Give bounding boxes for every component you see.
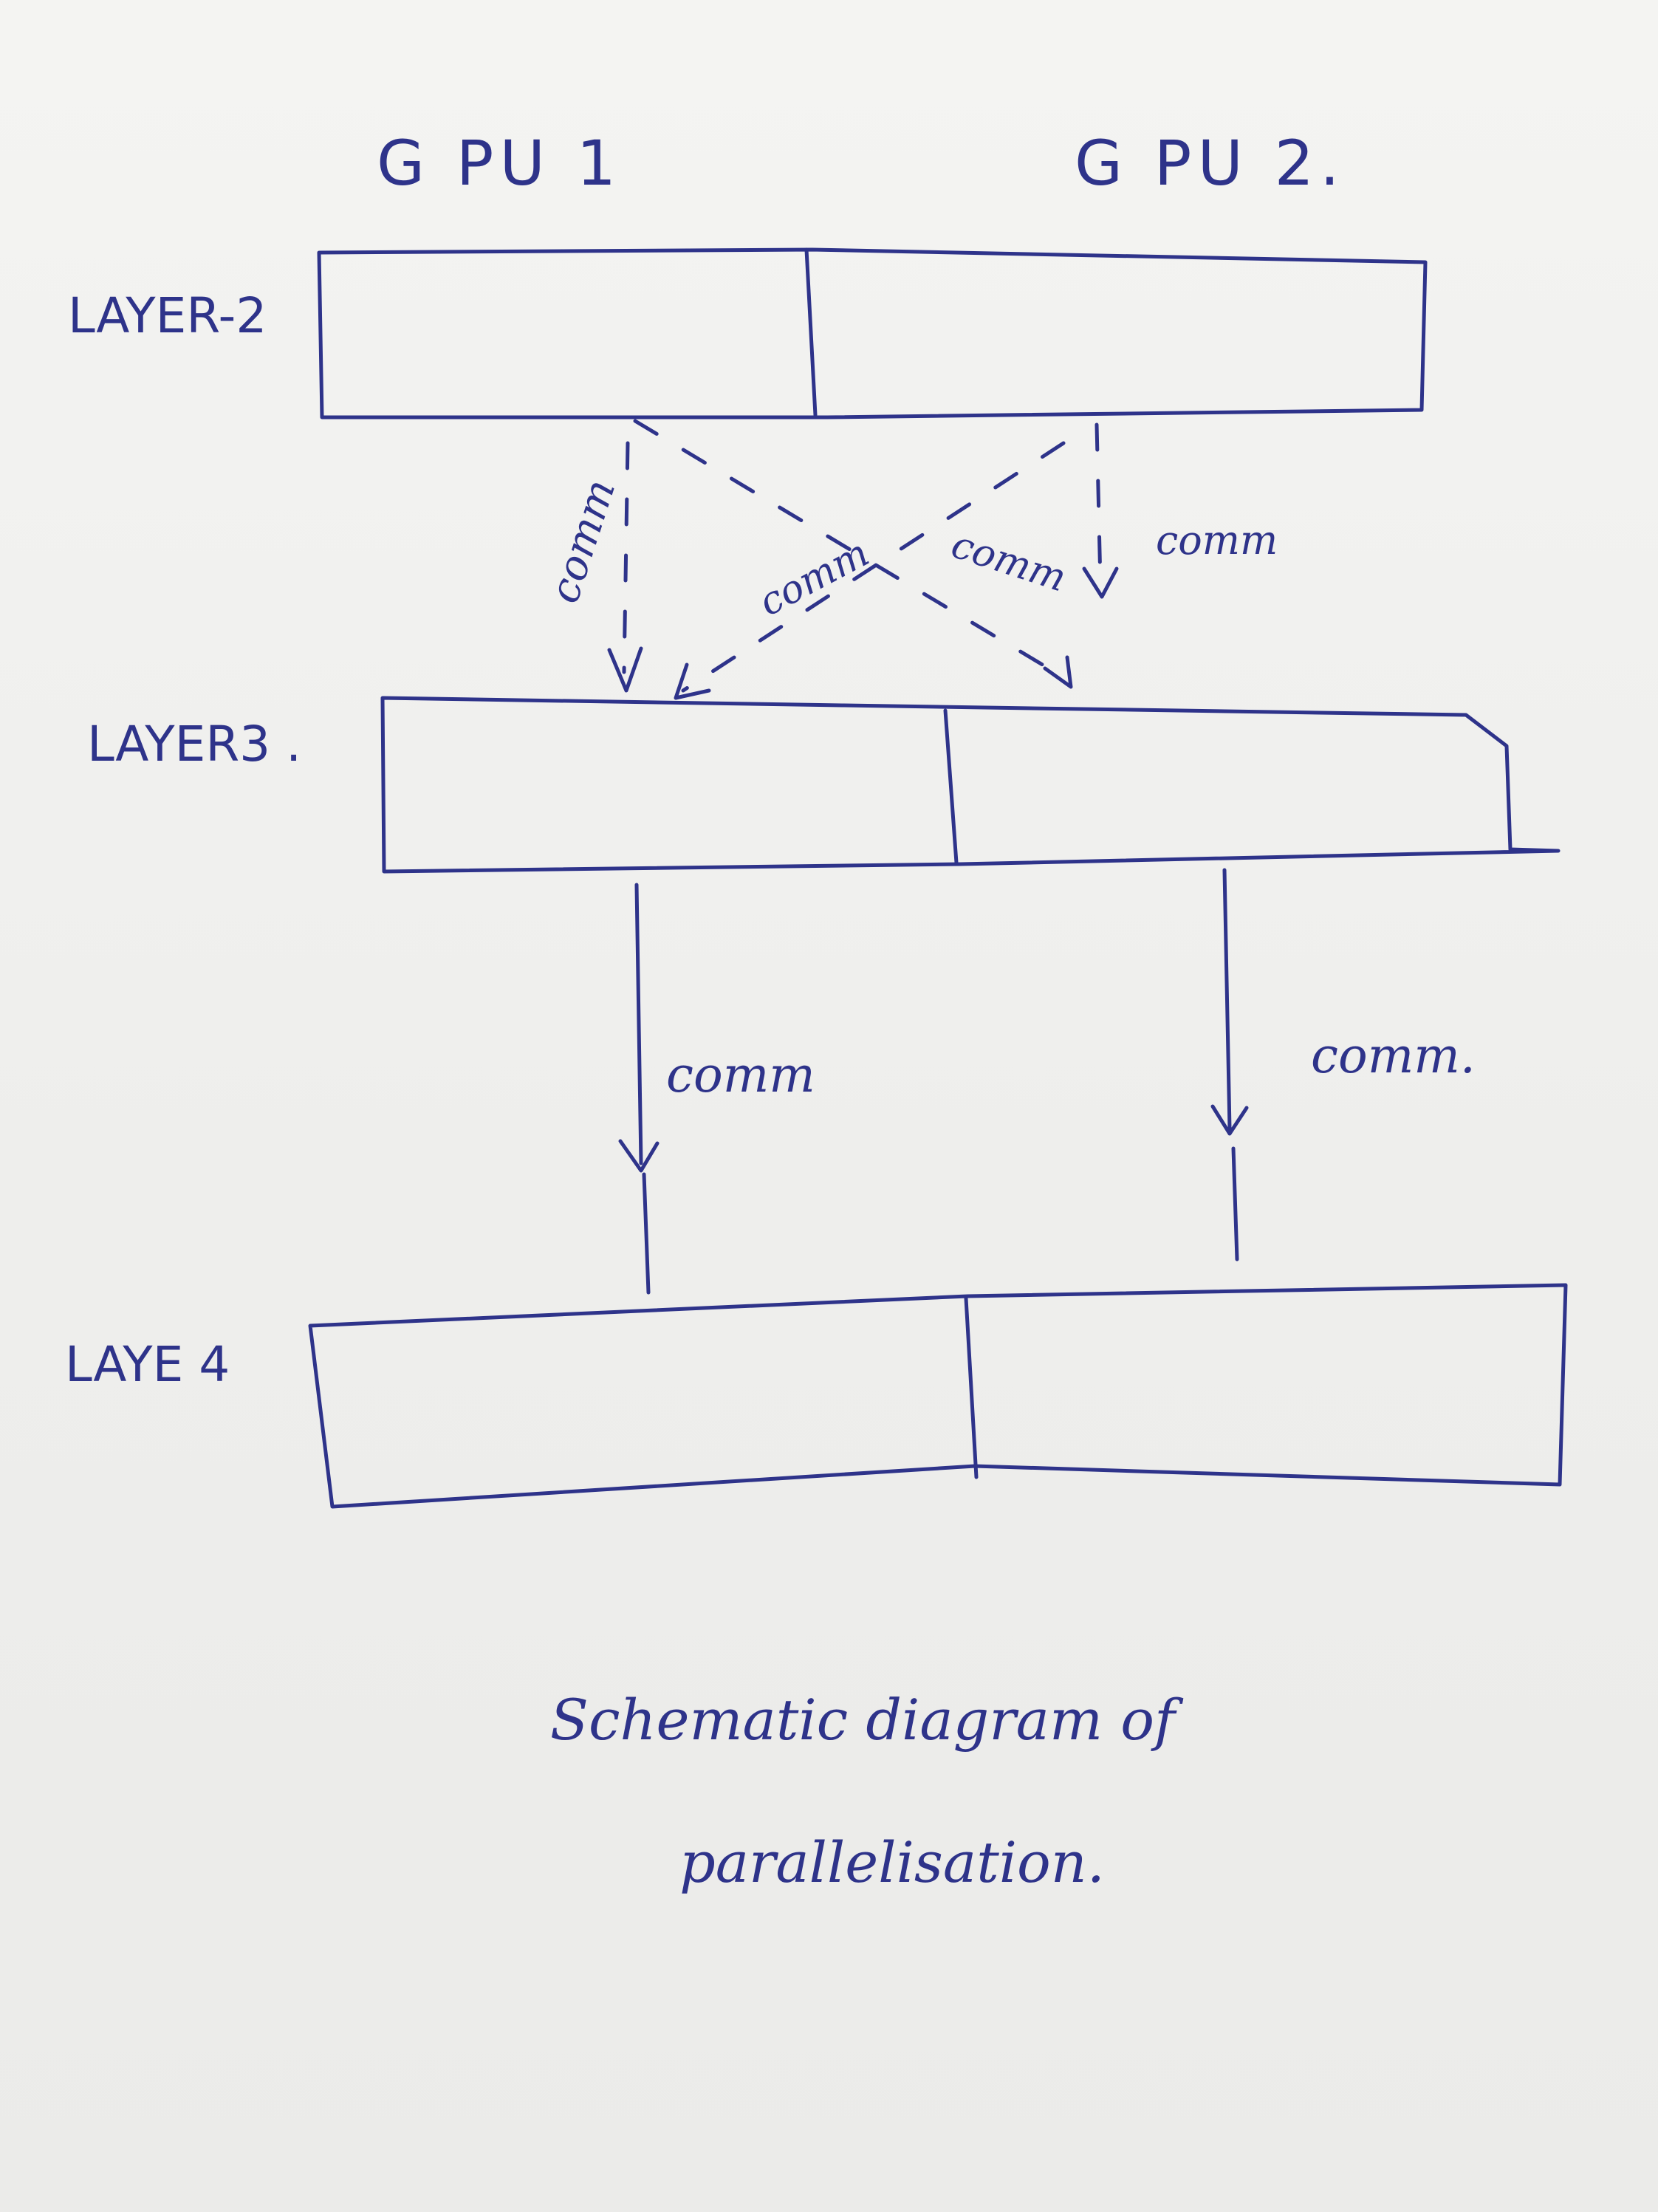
- right-vertical-dashed-arrow: [1095, 422, 1103, 586]
- right-dashed-comm-label: comm: [1156, 517, 1278, 564]
- layer3-label: LAYER3 .: [87, 716, 301, 773]
- layer2-divider: [804, 247, 818, 417]
- layer3-outline: [380, 696, 1561, 874]
- left-solid-arrowhead: [618, 1139, 660, 1173]
- layer2-label: LAYER-2: [68, 287, 267, 344]
- layer4-divider: [964, 1296, 979, 1479]
- right-solid-arrow-upper: [1222, 868, 1232, 1131]
- right-solid-comm-label: comm.: [1311, 1027, 1476, 1084]
- cross-right-comm-label: comm: [946, 522, 1072, 600]
- left-vertical-arrowhead: [607, 646, 643, 693]
- right-solid-arrowhead: [1210, 1104, 1249, 1136]
- layer3-block: [380, 696, 1561, 874]
- cross-dashed-arrow-left-to-right: [633, 419, 1069, 682]
- left-solid-comm-label: comm: [666, 1047, 815, 1103]
- dashed-comm-arrows: [607, 419, 1119, 700]
- right-vertical-arrowhead: [1082, 566, 1119, 599]
- cross-left-comm-label: comm: [752, 531, 877, 626]
- cross-right-to-left-arrowhead: [674, 662, 711, 700]
- layer2-outline: [317, 247, 1428, 420]
- left-vertical-dashed-arrow: [622, 441, 630, 674]
- cross-dashed-arrow-right-to-left: [681, 441, 1066, 693]
- layer4-block: [308, 1283, 1568, 1509]
- left-dashed-comm-label: comm: [540, 473, 625, 609]
- layer4-label: LAYE 4: [65, 1336, 230, 1393]
- layer2-block: [317, 247, 1428, 420]
- layer3-divider: [943, 708, 959, 865]
- gpu1-label: G PU 1: [377, 127, 622, 199]
- caption-line-2: parallelisation.: [679, 1829, 1105, 1895]
- caption-line-1: Schematic diagram of: [550, 1687, 1184, 1753]
- left-solid-arrow-lower: [642, 1172, 651, 1295]
- solid-comm-arrows: [618, 868, 1249, 1295]
- right-solid-arrow-lower: [1231, 1146, 1239, 1261]
- cross-left-to-right-arrowhead: [1043, 655, 1073, 689]
- gpu2-label: G PU 2.: [1075, 127, 1346, 199]
- layer4-outline: [308, 1283, 1568, 1509]
- left-solid-arrow-upper: [634, 883, 643, 1165]
